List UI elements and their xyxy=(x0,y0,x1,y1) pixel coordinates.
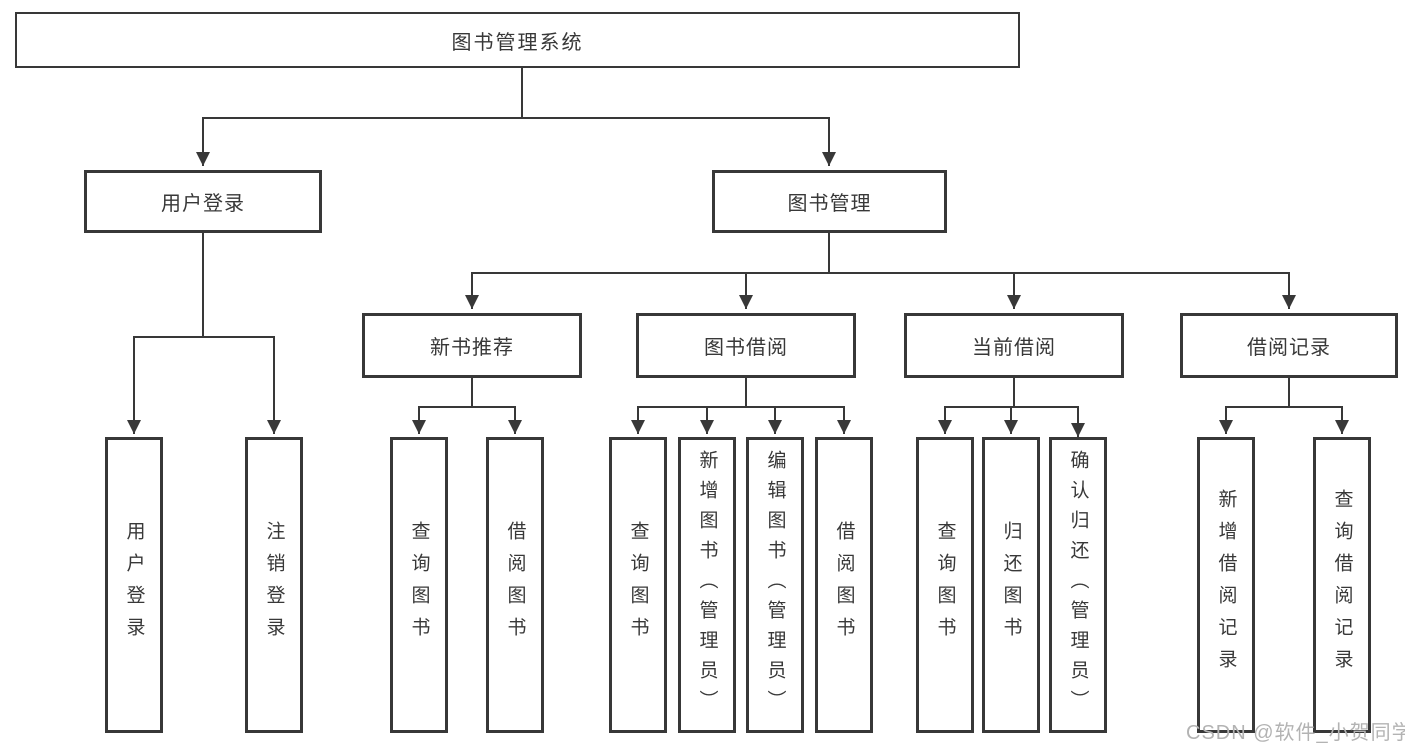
leaf-edit-book-admin: 编辑图书（管理员） xyxy=(746,437,804,733)
leaf-user-login: 用户登录 xyxy=(105,437,163,733)
leaf-logout: 注销登录 xyxy=(245,437,303,733)
leaf-query-books-borrowing: 查询图书 xyxy=(609,437,667,733)
leaf-return-book: 归还图书 xyxy=(982,437,1040,733)
leaf-add-book-admin: 新增图书（管理员） xyxy=(678,437,736,733)
leaf-query-books-recommend: 查询图书 xyxy=(390,437,448,733)
node-book-management: 图书管理 xyxy=(712,170,947,233)
leaf-confirm-return-admin: 确认归还（管理员） xyxy=(1049,437,1107,733)
node-book-borrowing: 图书借阅 xyxy=(636,313,856,378)
node-library-management-system: 图书管理系统 xyxy=(15,12,1020,68)
node-borrowing-records: 借阅记录 xyxy=(1180,313,1398,378)
leaf-query-borrow-record: 查询借阅记录 xyxy=(1313,437,1371,733)
node-user-login: 用户登录 xyxy=(84,170,322,233)
leaf-query-books-current: 查询图书 xyxy=(916,437,974,733)
leaf-add-borrow-record: 新增借阅记录 xyxy=(1197,437,1255,733)
node-current-borrowing: 当前借阅 xyxy=(904,313,1124,378)
leaf-borrow-books-recommend: 借阅图书 xyxy=(486,437,544,733)
leaf-borrow-books-borrowing: 借阅图书 xyxy=(815,437,873,733)
csdn-watermark: CSDN @软件_小贺同学 xyxy=(1186,722,1405,744)
node-new-book-recommend: 新书推荐 xyxy=(362,313,582,378)
